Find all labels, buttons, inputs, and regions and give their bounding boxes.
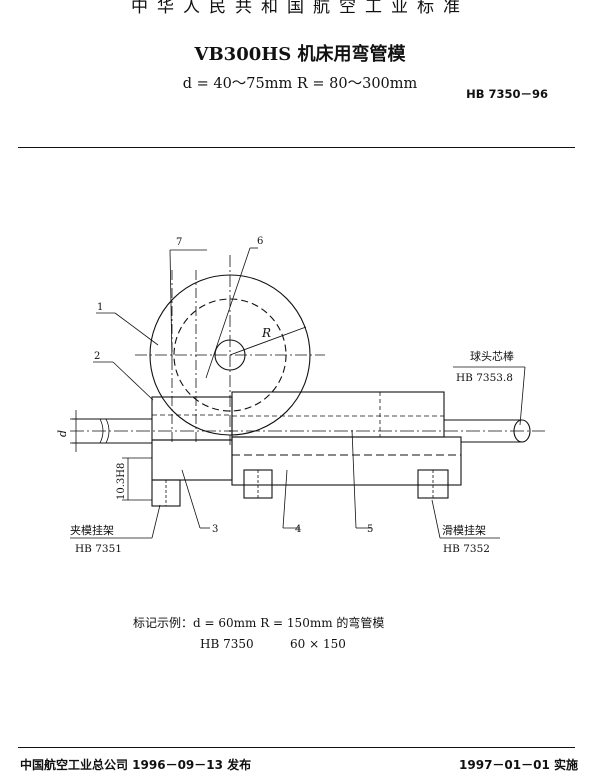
clamp-die-block	[151, 396, 233, 441]
mandrel-label: 球头芯棒	[470, 349, 514, 363]
mandrel-end	[513, 419, 531, 443]
callout-2: 2	[94, 351, 100, 362]
fit-dimension-label: 10.3H8	[116, 463, 127, 500]
marking-example-code: HB 7350	[200, 637, 254, 651]
clamp-hanger-std: HB 7351	[75, 543, 122, 555]
radius-label: R	[261, 326, 271, 340]
callout-4: 4	[295, 524, 301, 535]
issue-date: 中国航空工业总公司 1996－09－13 发布	[20, 758, 252, 772]
standard-category-header: 中华人民共和国航空工业标准	[131, 0, 469, 17]
callout-1: 1	[97, 302, 103, 313]
slide-hanger-std: HB 7352	[443, 543, 490, 555]
effective-date: 1997－01－01 实施	[459, 758, 578, 772]
slide-hanger-label: 滑模挂架	[442, 523, 486, 537]
standard-code: HB 7350－96	[466, 87, 548, 101]
radius-line	[229, 326, 307, 356]
footer-rule	[18, 747, 575, 748]
callout-3: 3	[212, 524, 218, 535]
document-subtitle: d = 40～75mm R = 80～300mm	[182, 76, 418, 92]
slide-hanger-box-left	[243, 469, 273, 499]
clamp-hanger-label: 夹模挂架	[70, 523, 114, 537]
callout-6: 6	[257, 236, 263, 247]
callout-7: 7	[176, 237, 182, 248]
document-title: VB300HS 机床用弯管模	[194, 44, 406, 65]
marking-example: 标记示例：d = 60mm R = 150mm 的弯管模	[133, 616, 385, 630]
callout-5: 5	[367, 524, 373, 535]
diameter-label: d	[56, 430, 69, 437]
clamp-base-block	[151, 439, 233, 481]
pressure-die-lower	[231, 436, 462, 486]
mandrel-std: HB 7353.8	[456, 372, 513, 384]
pressure-die-upper	[231, 391, 445, 438]
slide-hanger-box-right	[417, 469, 449, 499]
marking-example-size: 60 × 150	[290, 637, 346, 651]
header-rule	[18, 147, 575, 148]
